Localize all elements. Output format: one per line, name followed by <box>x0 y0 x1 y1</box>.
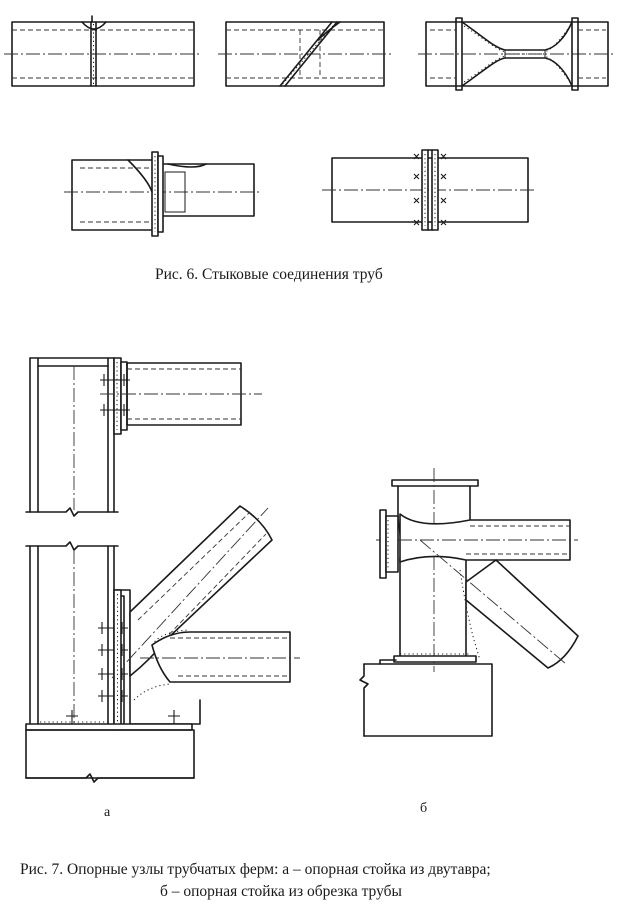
figure-7-caption-line-1: Рис. 7. Опорные узлы трубчатых ферм: а –… <box>20 861 491 878</box>
figure-7-caption-line-2: б – опорная стойка из обрезка трубы <box>160 883 403 900</box>
figure-7a-ibeam-support: а <box>25 357 300 820</box>
tapered-sleeve-joint <box>418 17 616 91</box>
bolted-flange-joint <box>322 149 536 231</box>
oblique-weld-joint <box>218 21 392 87</box>
butt-weld-joint <box>4 15 200 87</box>
figure-7b-tube-support: б <box>359 468 579 816</box>
flange-cover-joint <box>64 151 262 237</box>
figure-6: Рис. 6. Стыковые соединения труб <box>4 15 616 283</box>
figure-6-caption: Рис. 6. Стыковые соединения труб <box>155 266 383 283</box>
label-b: б <box>420 801 427 816</box>
label-a: а <box>104 805 111 820</box>
